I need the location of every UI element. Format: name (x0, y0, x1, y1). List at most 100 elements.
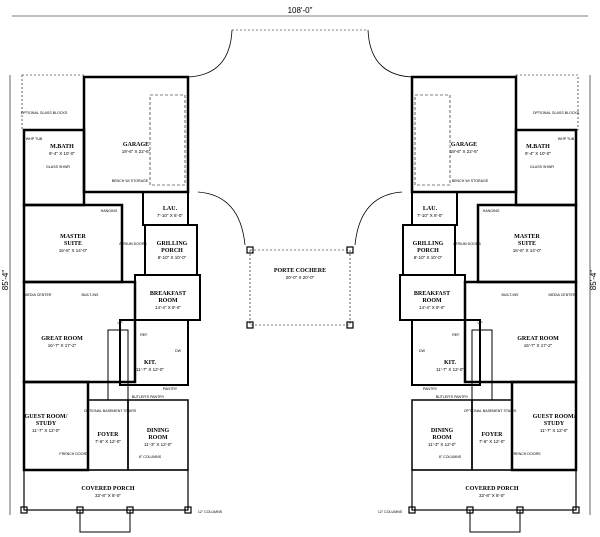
porch-column-2-right (466, 506, 474, 514)
depth-dimension-left: 85'-4" (1, 270, 10, 291)
great-room-wall-right (463, 280, 578, 384)
breakfast-room-label-line: ROOM (158, 298, 178, 304)
drive-curve-3 (354, 191, 403, 246)
guest-room-label-line: GUEST ROOM/ (533, 414, 576, 420)
hanging-note-right: HANGING (483, 209, 500, 213)
columns-8-note-left: 8" COLUMNS (139, 455, 162, 459)
pantry-note-left: PANTRY (163, 387, 178, 391)
guest-room-label-left: GUEST ROOM/STUDY (25, 414, 68, 427)
porte-cochere-column-0 (246, 246, 254, 254)
front-steps-left (79, 509, 131, 533)
garage-wall-right (410, 75, 518, 194)
dining-room-size-left: 11'-3" X 12'-0" (144, 442, 172, 447)
dw-note-left: DW (175, 349, 182, 353)
optional-glass-blocks-note-right: OPTIONAL GLASS BLOCKS (533, 111, 580, 115)
grilling-porch-size-right: 8'-10" X 10'-0" (414, 255, 443, 260)
kitchen-size-right: 11'-7" X 12'-0" (436, 367, 464, 372)
great-room-size-left: 16'-7" X 17'-2" (48, 343, 77, 348)
m-bath-size-right: 9'-4" X 10'-0" (525, 151, 551, 156)
up-note-right: UP (478, 321, 484, 325)
breakfast-room-label-line: BREAKFAST (150, 291, 186, 297)
m-bath-label-left: M.BATH (50, 144, 74, 150)
garage-wall-left (82, 75, 190, 194)
hanging-note-left: HANGING (101, 209, 118, 213)
porch-column-0-right (572, 506, 580, 514)
front-steps-right (469, 509, 521, 533)
pantry-note-right: PANTRY (423, 387, 438, 391)
optional-basement-stairs-note-left: OPTIONAL BASEMENT STAIRS (84, 409, 137, 413)
garage-size-left: 19'-6" X 22'-6" (122, 149, 151, 154)
dining-room-label-line: DINING (147, 428, 170, 434)
kitchen-wall-left (119, 319, 189, 386)
stair-right (471, 329, 493, 401)
breakfast-room-label-line: BREAKFAST (414, 291, 450, 297)
grilling-porch-label-line: GRILLING (157, 241, 188, 247)
butlers-pantry-note-left: BUTLER'S PANTRY (132, 395, 165, 399)
porch-column-0-left (20, 506, 28, 514)
french-doors-note-right: FRENCH DOORS (511, 452, 541, 456)
kitchen-size-left: 11'-7" X 12'-0" (136, 367, 164, 372)
garage-size-right: 19'-6" X 22'-6" (450, 149, 479, 154)
depth-dimension-right: 85'-4" (589, 270, 598, 291)
great-room-wall-left (22, 280, 137, 384)
columns-12-note-right: 12" COLUMNS (378, 510, 403, 514)
guest-room-label-line: STUDY (36, 421, 57, 427)
laundry-label-right: LAU. (423, 206, 438, 212)
porte-cochere-outline (249, 249, 351, 326)
porte-cochere-column-1 (346, 246, 354, 254)
drive-curve-2 (197, 191, 246, 246)
porte-cochere-column-2 (246, 321, 254, 329)
dining-room-label-line: ROOM (148, 435, 168, 441)
covered-porch-label-left: COVERED PORCH (81, 486, 135, 492)
ref-note-left: REF. (140, 333, 148, 337)
grilling-porch-label-line: GRILLING (413, 241, 444, 247)
bench-storage-note-right: BENCH W/ STORAGE (452, 179, 489, 183)
patio-outline-right (515, 74, 579, 131)
stair-left (107, 329, 129, 401)
walls (9, 15, 591, 533)
great-room-label-left: GREAT ROOM (41, 336, 83, 342)
french-doors-note-left: FRENCH DOORS (59, 452, 89, 456)
master-suite-label-line: SUITE (64, 241, 82, 247)
covered-porch-size-left: 32'-8" X 8'-0" (95, 493, 121, 498)
great-room-label-right: GREAT ROOM (517, 336, 559, 342)
bench-storage-note-left: BENCH W/ STORAGE (112, 179, 149, 183)
great-room-size-right: 16'-7" X 17'-2" (524, 343, 553, 348)
atrium-doors-note-left: ATRIUM DOORS (119, 242, 147, 246)
foyer-size-left: 7'-6" X 12'-0" (95, 439, 121, 444)
kitchen-label-left: KIT. (144, 360, 157, 366)
m-bath-size-left: 9'-4" X 10'-0" (49, 151, 75, 156)
breakfast-room-label-line: ROOM (422, 298, 442, 304)
laundry-size-left: 7'-10" X 6'-0" (157, 213, 183, 218)
foyer-size-right: 7'-6" X 12'-0" (479, 439, 505, 444)
dw-note-right: DW (419, 349, 426, 353)
covered-porch-label-right: COVERED PORCH (465, 486, 519, 492)
built-ins-note-right: BUILT-INS (502, 293, 520, 297)
master-suite-size-right: 16'-6" X 14'-0" (513, 248, 542, 253)
porch-column-3-left (184, 506, 192, 514)
porte-cochere-column-3 (346, 321, 354, 329)
foyer-label-right: FOYER (482, 432, 504, 438)
master-suite-label-line: MASTER (514, 234, 540, 240)
media-center-note-left: MEDIA CENTER (25, 293, 52, 297)
garage-door-outline-right (414, 94, 451, 186)
porch-column-2-left (126, 506, 134, 514)
kitchen-wall-right (411, 319, 481, 386)
drive-curve-1 (367, 29, 413, 78)
garage-door-outline-left (149, 94, 186, 186)
guest-room-size-right: 11'-7" X 12'-0" (540, 428, 568, 433)
breakfast-room-size-right: 14'-4" X 9'-0" (419, 305, 445, 310)
guest-room-label-line: STUDY (544, 421, 565, 427)
glass-shwr-note-right: GLASS SHWR (530, 165, 554, 169)
master-suite-size-left: 16'-6" X 14'-0" (59, 248, 88, 253)
built-ins-note-left: BUILT-INS (82, 293, 100, 297)
laundry-size-right: 7'-10" X 6'-0" (417, 213, 443, 218)
laundry-label-left: LAU. (163, 206, 178, 212)
